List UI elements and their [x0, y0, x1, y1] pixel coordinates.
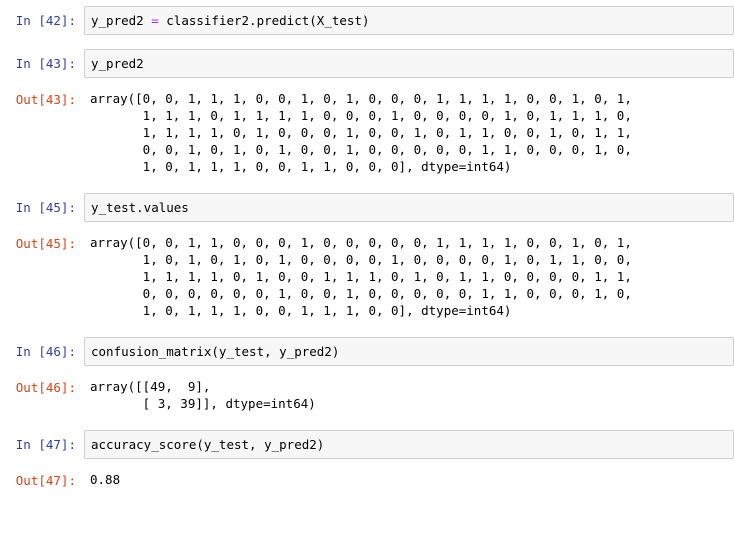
input-prompt-45: In [45]:	[15, 200, 76, 215]
cell-spacer	[0, 78, 734, 89]
code-token-call: classifier2.predict(X_test)	[158, 13, 370, 28]
code-cell-in-46[interactable]: In [46]: confusion_matrix(y_test, y_pred…	[0, 337, 734, 366]
code-cell-in-43[interactable]: In [43]: y_pred2	[0, 49, 734, 78]
code-token-assign-target: y_pred2	[91, 13, 152, 28]
input-prompt-42: In [42]:	[15, 13, 76, 28]
cell-spacer	[0, 320, 734, 337]
input-prompt-47: In [47]:	[15, 437, 76, 452]
output-text-46: array([[49, 9], [ 3, 39]], dtype=int64)	[90, 379, 316, 411]
code-editor-47[interactable]: accuracy_score(y_test, y_pred2)	[84, 430, 734, 459]
code-cell-in-42[interactable]: In [42]: y_pred2 = classifier2.predict(X…	[0, 6, 734, 35]
code-editor-42[interactable]: y_pred2 = classifier2.predict(X_test)	[84, 6, 734, 35]
code-cell-in-45[interactable]: In [45]: y_test.values	[0, 193, 734, 222]
output-prompt-45: Out[45]:	[15, 236, 76, 251]
cell-spacer	[0, 366, 734, 377]
code-editor-46[interactable]: confusion_matrix(y_test, y_pred2)	[84, 337, 734, 366]
output-text-47: 0.88	[90, 472, 121, 487]
code-cell-in-47[interactable]: In [47]: accuracy_score(y_test, y_pred2)	[0, 430, 734, 459]
input-prompt-46: In [46]:	[15, 344, 76, 359]
cell-spacer	[0, 413, 734, 430]
output-text-43: array([0, 0, 1, 1, 1, 0, 0, 1, 0, 1, 0, …	[90, 91, 632, 174]
output-prompt-47: Out[47]:	[15, 473, 76, 488]
output-prompt-46: Out[46]:	[15, 380, 76, 395]
cell-spacer	[0, 222, 734, 233]
cell-spacer	[0, 176, 734, 193]
output-prompt-43: Out[43]:	[15, 92, 76, 107]
output-text-45: array([0, 0, 1, 1, 0, 0, 0, 1, 0, 0, 0, …	[90, 235, 632, 318]
output-cell-45: Out[45]: array([0, 0, 1, 1, 0, 0, 0, 1, …	[0, 233, 734, 320]
output-cell-43: Out[43]: array([0, 0, 1, 1, 1, 0, 0, 1, …	[0, 89, 734, 176]
code-editor-45[interactable]: y_test.values	[84, 193, 734, 222]
output-cell-47: Out[47]: 0.88	[0, 470, 734, 490]
notebook-container: In [42]: y_pred2 = classifier2.predict(X…	[0, 6, 734, 490]
output-cell-46: Out[46]: array([[49, 9], [ 3, 39]], dtyp…	[0, 377, 734, 413]
cell-spacer	[0, 459, 734, 470]
input-prompt-43: In [43]:	[15, 56, 76, 71]
cell-spacer	[0, 35, 734, 49]
code-editor-43[interactable]: y_pred2	[84, 49, 734, 78]
code-token-operator: =	[151, 13, 159, 28]
